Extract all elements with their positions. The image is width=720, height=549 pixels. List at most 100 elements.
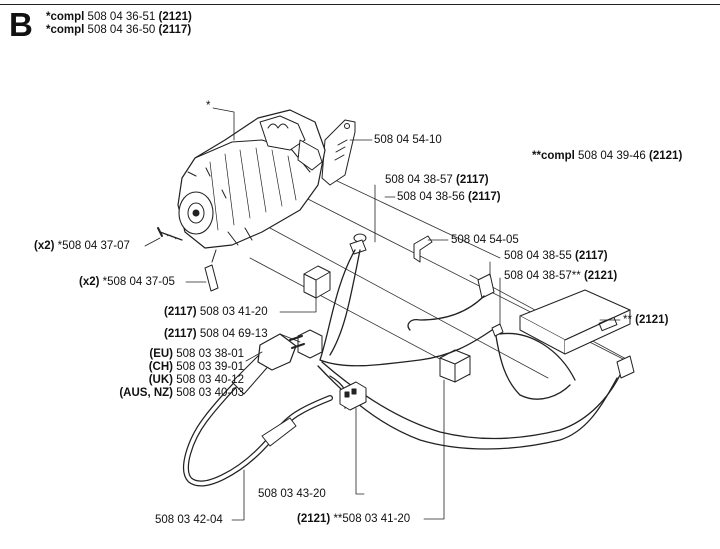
clip-508-04-37-05 [204,249,219,292]
terminal-pin [344,391,350,398]
bracket-slot [334,154,345,161]
part-label-plug-eu: (EU) 508 03 38-01 [78,348,244,361]
leader-lines [144,107,621,521]
wire [317,365,618,450]
motor-winding-lines [209,147,297,231]
leader-line [423,379,445,520]
part-number: 508 03 40-03 [176,387,244,399]
power-cord [183,333,333,487]
terminal-pin [351,388,357,395]
terminal-block-body [339,381,367,411]
screw-head [157,227,163,237]
part-label-plug-uk: (UK) 508 03 40-12 [78,374,244,387]
construction-line [249,257,471,376]
header-model: (2117) [158,24,192,36]
wire [499,332,576,381]
construction-line [269,227,549,379]
wire [329,249,361,356]
part-label-508-04-38-57-2117: 508 04 38-57 (2117) [385,174,489,187]
header-model: (2121) [158,11,192,23]
part-label-508-03-41-20-2117: (2117) 508 03 41-20 [164,306,268,319]
header-prefix: *compl [46,11,85,23]
wiring-harness [317,249,621,450]
switch-2117 [303,265,331,299]
part-label-508-04-38-57-2121: 508 04 38-57** (2121) [504,270,617,283]
region-code: (UK) [148,374,173,386]
model-code: (2117) [456,174,489,186]
connector-2117 [477,273,495,299]
header-line-1: *compl 508 04 36-51 (2121) [46,11,192,24]
switch-body [303,265,331,299]
screw-thread [165,233,177,240]
part-number: 508 04 38-55 [504,250,572,262]
part-number: 508 03 41-20 [199,306,268,318]
bracket-slot [335,146,346,153]
clip-body [349,239,367,255]
part-label-508-04-38-55-2117: 508 04 38-55 (2117) [504,250,608,263]
quantity: (x2) [79,276,100,288]
motor-bracket [321,119,356,186]
part-number: 508 04 54-05 [451,234,519,246]
part-number: 508 03 38-01 [176,348,244,360]
quantity: (x2) [34,240,55,252]
motor-clip [297,139,323,171]
part-label-plug-aus-nz: (AUS, NZ) 508 03 40-03 [58,387,244,400]
part-number: 508 04 38-57 [385,174,453,186]
region-code: (EU) [149,348,173,360]
leader-line [279,333,301,343]
carbon-brush [204,264,219,292]
model-code: (2117) [164,306,197,318]
part-label-508-04-54-10: 508 04 54-10 [374,134,442,147]
model-code: (2117) [575,250,608,262]
model-code: (2117) [468,191,501,203]
part-number: 508 03 40-12 [176,374,244,386]
connector-2121 [491,323,504,337]
part-label-508-04-69-13-2117: (2117) 508 04 69-13 [164,328,268,341]
switch-edge [439,355,471,383]
part-number: 508 03 39-01 [176,361,244,373]
model-code: (2121) [583,270,618,282]
screw-508-04-37-07 [157,227,183,241]
part-number: 508 04 69-13 [199,328,268,340]
part-number: 508 04 38-56 [397,191,465,203]
part-number: *508 04 37-05 [102,276,175,288]
leader-line [279,295,317,313]
terminal-block [339,381,367,411]
leader-line [212,107,235,141]
box-right [564,309,631,355]
kit-label-2121: **compl 508 04 39-46 (2121) [532,150,682,163]
construction-line [334,179,501,259]
model-code: (2121) [649,150,683,162]
motor-shaft [192,209,200,217]
model-code: (2117) [164,328,197,340]
leader-line [355,407,365,495]
part-label-508-03-42-04: 508 03 42-04 [155,514,223,527]
part-label-508-04-37-07: (x2) *508 04 37-07 [34,240,130,253]
bracket-hole [344,123,350,129]
plug-pin [289,335,303,341]
part-label-508-04-37-05: (x2) *508 04 37-05 [79,276,175,289]
top-rule [0,4,720,5]
wire [495,335,571,400]
part-label-508-04-38-56-2117: 508 04 38-56 (2117) [397,191,501,204]
motor-terminal [227,227,253,246]
part-label-508-03-41-20-2121: (2121) **508 03 41-20 [297,513,410,526]
bracket-plate [321,119,356,186]
bracket-slot [337,139,348,146]
motor-detail [187,167,227,199]
part-number: 508 04 38-57** [504,270,581,282]
part-number: *508 04 37-07 [57,240,130,252]
leader-line [231,469,245,521]
section-letter: B [9,6,33,43]
part-label-electronics-2121: ** (2121) [623,314,668,327]
switch-2121 [439,349,471,383]
part-label-plug-ch: (CH) 508 03 39-01 [78,361,244,374]
asterisk-label: * [206,100,211,112]
leader-line [245,351,263,362]
kit-marker: ** [623,314,632,326]
spring-coil [267,123,289,129]
part-number: **508 03 41-20 [333,513,411,525]
region-code: (CH) [148,361,173,373]
holder-body [413,235,433,263]
header-part: 508 04 36-51 [87,11,156,23]
